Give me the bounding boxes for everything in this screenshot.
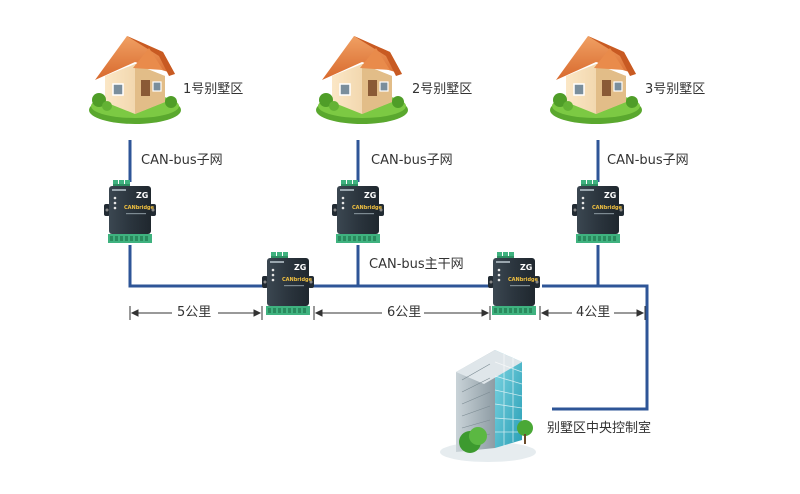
control-room-label: 别墅区中央控制室	[547, 421, 652, 436]
trunk-label: CAN-bus主干网	[369, 257, 464, 272]
subnet-drop-3	[544, 245, 600, 288]
villa-2-label: 2号别墅区	[412, 82, 473, 97]
can-bridge-device-1-icon	[104, 180, 156, 243]
can-bridge-device-3-icon	[572, 180, 624, 243]
bus-lines	[128, 140, 649, 411]
subnet-3-label: CAN-bus子网	[607, 153, 689, 168]
subnet-drop-1	[128, 245, 266, 288]
distance-label-2: 6公里	[387, 305, 422, 320]
distance-label-3: 4公里	[576, 305, 611, 320]
can-bridge-trunk-device-1-icon	[262, 252, 314, 315]
can-bridge-device-2-icon	[332, 180, 384, 243]
villa-3-house-icon	[549, 35, 643, 125]
villa-2-house-icon	[315, 35, 409, 125]
villa-1-label: 1号别墅区	[183, 82, 244, 97]
villa-3-label: 3号别墅区	[645, 82, 706, 97]
subnet-2-label: CAN-bus子网	[371, 153, 453, 168]
subnet-1-label: CAN-bus子网	[141, 153, 223, 168]
villa-1-house-icon	[88, 35, 182, 125]
distance-markers	[129, 306, 646, 320]
distance-label-1: 5公里	[177, 305, 212, 320]
control-room-building-icon	[440, 350, 536, 462]
can-bridge-trunk-device-2-icon	[488, 252, 540, 315]
trunk-to-control-room	[542, 284, 649, 411]
